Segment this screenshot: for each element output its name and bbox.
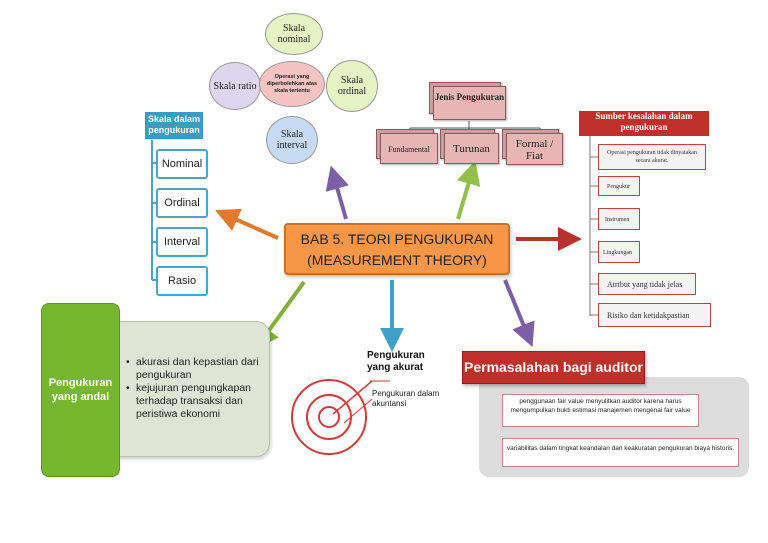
sumber-title[interactable]: Sumber kesalahan dalam pengukuran: [579, 111, 709, 136]
sumber-item-instrumen[interactable]: Instrumen: [598, 208, 640, 230]
permasalahan-title[interactable]: Permasalahan bagi auditor: [462, 351, 645, 384]
central-topic[interactable]: BAB 5. TEORI PENGUKURAN (MEASUREMENT THE…: [284, 223, 510, 275]
sumber-item-operasi[interactable]: Operasi pengukuran tidak dinyatakan seca…: [598, 144, 706, 170]
arrow-to-jenis: [456, 160, 481, 220]
akurat-subtitle: Pengukuran dalam akuntansi: [372, 389, 440, 408]
jenis-title[interactable]: Jenis Pengukuran: [433, 86, 506, 120]
akurat-title[interactable]: Pengukuran yang akurat: [367, 350, 425, 373]
venn-circle-nominal[interactable]: Skala nominal: [265, 13, 323, 55]
andal-title[interactable]: Pengukuran yang andal: [41, 303, 120, 477]
central-topic-line2: (MEASUREMENT THEORY): [307, 252, 487, 268]
andal-item-kejujuran: kejujuran pengungkapan terhadap transaks…: [126, 382, 266, 421]
skala-item-interval[interactable]: Interval: [156, 227, 208, 257]
sumber-item-atribut[interactable]: Atribut yang tidak jelas: [598, 273, 696, 295]
skala-item-rasio[interactable]: Rasio: [156, 266, 208, 296]
skala-item-ordinal[interactable]: Ordinal: [156, 188, 208, 218]
jenis-item-turunan[interactable]: Turunan: [444, 133, 499, 164]
permasalahan-item-variabilitas[interactable]: variabilitas dalam tingkat keandalan dan…: [502, 438, 739, 467]
permasalahan-item-fair-value[interactable]: penggunaan fair value menyulitkan audito…: [502, 394, 699, 427]
arrow-to-venn: [325, 165, 349, 220]
sumber-item-pengukur[interactable]: Pengukur: [598, 176, 640, 196]
arrow-to-skala: [215, 208, 279, 240]
jenis-item-formal-fiat[interactable]: Formal / Fiat: [506, 133, 563, 165]
arrow-to-permasalahan: [503, 279, 535, 348]
sumber-item-risiko[interactable]: Risiko dan ketidakpastian: [598, 303, 711, 327]
venn-circle-ordinal[interactable]: Skala ordinal: [326, 60, 378, 112]
skala-item-nominal[interactable]: Nominal: [156, 149, 208, 179]
andal-item-akurasi: akurasi dan kepastian dari pengukuran: [126, 356, 266, 382]
skala-title[interactable]: Skala dalam pengukuran: [145, 112, 203, 139]
target-icon: [291, 379, 390, 455]
venn-circle-interval[interactable]: Skala interval: [266, 116, 318, 164]
sumber-item-lingkungan[interactable]: Lingkungan: [598, 241, 640, 263]
venn-center-operations[interactable]: Operasi yang diperbolehkan atas skala te…: [259, 61, 325, 107]
venn-circle-ratio[interactable]: Skala ratio: [209, 62, 261, 110]
central-topic-line1: BAB 5. TEORI PENGUKURAN: [300, 231, 494, 247]
jenis-item-fundamental[interactable]: Fundamental: [380, 133, 438, 164]
andal-list: akurasi dan kepastian dari pengukuran ke…: [126, 356, 266, 421]
